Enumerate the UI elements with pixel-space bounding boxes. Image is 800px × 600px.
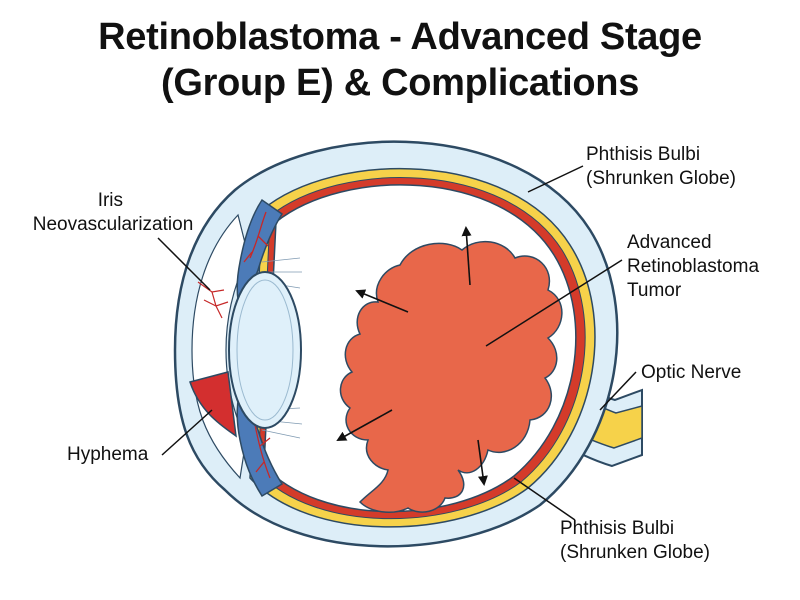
- leader-hyphema: [161, 409, 213, 456]
- label-phthisis-bottom: Phthisis Bulbi (Shrunken Globe): [560, 518, 710, 563]
- leader-phthisis-top: [527, 165, 584, 193]
- leader-lines: [157, 165, 637, 521]
- label-phthisis-top-line2: (Shrunken Globe): [586, 168, 736, 189]
- label-tumor-line2: Retinoblastoma: [627, 256, 759, 277]
- label-iris-line2: Neovascularization: [33, 214, 194, 235]
- growth-arrow-lower-left: [336, 409, 393, 441]
- label-optic-nerve: Optic Nerve: [641, 362, 741, 383]
- label-phthisis-top: Phthisis Bulbi (Shrunken Globe): [586, 144, 736, 189]
- label-hyphema: Hyphema: [67, 444, 149, 465]
- label-iris-line1: Iris: [98, 190, 123, 211]
- growth-arrow-upper-left: [355, 289, 409, 313]
- leader-tumor: [485, 259, 623, 347]
- diagram-title: Retinoblastoma - Advanced Stage (Group E…: [0, 14, 800, 106]
- lens-nucleus: [236, 279, 294, 421]
- growth-arrow-down: [477, 439, 488, 486]
- label-tumor-line1: Advanced: [627, 232, 712, 253]
- title-line-1: Retinoblastoma - Advanced Stage: [98, 16, 702, 58]
- anterior-chamber: [191, 213, 249, 480]
- retinoblastoma-tumor: [339, 240, 563, 514]
- leader-optic-nerve: [599, 371, 637, 411]
- hyphema: [189, 371, 237, 438]
- label-phthisis-bottom-line1: Phthisis Bulbi: [560, 518, 674, 539]
- label-tumor-line3: Tumor: [627, 280, 682, 301]
- leader-phthisis-bottom: [513, 477, 576, 521]
- growth-arrow-up: [461, 226, 472, 286]
- neovascularization-branches: [197, 281, 229, 319]
- leader-iris: [157, 237, 211, 291]
- label-iris-neovascularization: Iris Neovascularization: [33, 190, 194, 235]
- lens: [228, 271, 302, 429]
- tumor-growth-arrows: [336, 226, 488, 486]
- label-phthisis-top-line1: Phthisis Bulbi: [586, 144, 700, 165]
- label-phthisis-bottom-line2: (Shrunken Globe): [560, 542, 710, 563]
- title-line-2: (Group E) & Complications: [160, 62, 640, 104]
- label-tumor: Advanced Retinoblastoma Tumor: [627, 232, 764, 301]
